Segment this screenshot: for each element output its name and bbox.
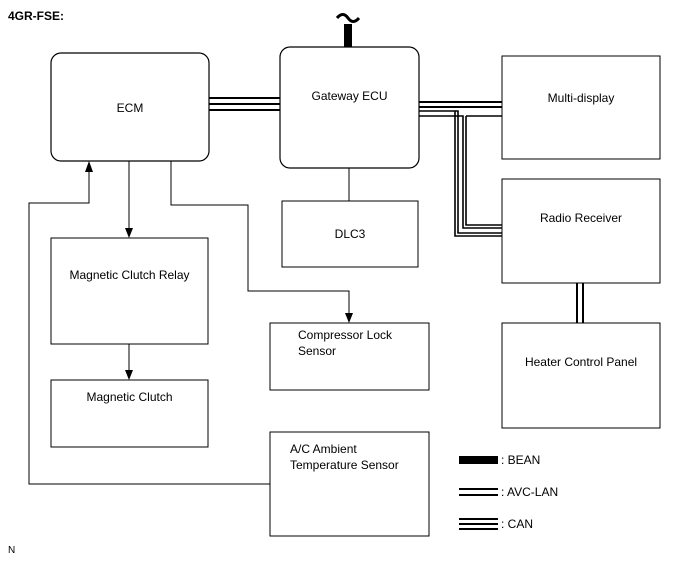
relay-clutch-signal-line	[125, 344, 133, 380]
dlc3-label: DLC3	[334, 227, 366, 241]
magnetic-clutch-label: Magnetic Clutch	[86, 390, 173, 404]
gateway-avc-lan-lines	[419, 101, 502, 237]
legend-bean-label: : BEAN	[501, 453, 541, 467]
multi-display-box	[501, 55, 661, 160]
ecm-gateway-can-line	[209, 97, 280, 111]
multi-display-label: Multi-display	[547, 91, 615, 105]
compressor-lock-sensor-label-line2: Sensor	[298, 344, 337, 358]
gateway-ecu-box	[279, 46, 420, 169]
legend-can-label: : CAN	[501, 517, 534, 531]
ecm-box	[50, 52, 210, 162]
legend-avc-lan-symbol	[459, 488, 498, 496]
ambient-sensor-label-line1: A/C Ambient	[290, 442, 357, 456]
compressor-lock-sensor-box	[269, 322, 430, 391]
legend-bean-symbol	[459, 456, 498, 464]
footer-code: N	[8, 545, 16, 556]
legend-can-symbol	[459, 518, 498, 530]
magnetic-clutch-box	[50, 379, 209, 448]
magnetic-clutch-relay-label: Magnetic Clutch Relay	[69, 268, 190, 282]
gateway-ecu-label: Gateway ECU	[311, 89, 388, 103]
heater-control-panel-label: Heater Control Panel	[524, 355, 638, 369]
engine-code-title: 4GR-FSE:	[8, 9, 65, 23]
heater-control-panel-box	[501, 322, 661, 429]
radio-receiver-label: Radio Receiver	[539, 211, 623, 225]
dlc3-box	[281, 200, 419, 268]
gateway-bean-line	[335, 13, 361, 47]
legend-avc-lan-label: : AVC-LAN	[501, 485, 559, 499]
radio-receiver-box	[501, 178, 661, 284]
ecm-label: ECM	[116, 101, 144, 115]
compressor-lock-sensor-label-line1: Compressor Lock	[298, 328, 393, 342]
ecm-relay-signal-line	[125, 161, 133, 238]
ambient-ecm-line	[28, 161, 270, 485]
magnetic-clutch-relay-box	[50, 237, 209, 345]
ecm-compressor-lock-line	[170, 161, 353, 323]
ambient-temperature-sensor-box	[269, 431, 430, 537]
radio-heater-avc-lan-line	[576, 283, 584, 323]
ambient-sensor-label-line2: Temperature Sensor	[290, 458, 399, 472]
